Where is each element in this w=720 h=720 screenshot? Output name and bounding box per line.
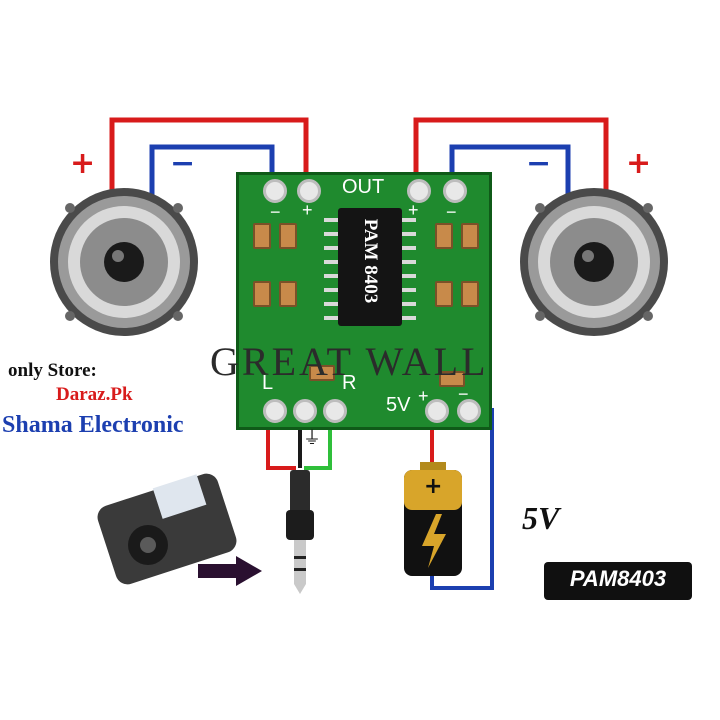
power-minus-label: − — [458, 384, 469, 404]
out-left-plus-pad — [297, 179, 321, 203]
capacitor — [279, 281, 297, 307]
left-speaker-negative-wire — [149, 144, 275, 200]
right-speaker-positive-wire — [413, 117, 609, 190]
arrow-icon — [198, 556, 262, 586]
out-left-minus-label: − — [270, 202, 281, 222]
ground-symbol: ⏚ — [303, 428, 321, 449]
battery-voltage-label: 5V — [522, 500, 560, 536]
capacitor — [439, 371, 465, 387]
capacitor — [435, 223, 453, 249]
right-speaker — [520, 188, 668, 336]
mp3-player-image — [97, 473, 237, 585]
pam8403-chip — [324, 208, 416, 326]
out-right-minus-pad — [443, 179, 467, 203]
out-label: OUT — [342, 176, 385, 198]
capacitor — [253, 281, 271, 307]
battery-plus-label: + — [424, 474, 443, 499]
out-right-plus-pad — [407, 179, 431, 203]
right-speaker-negative-wire — [449, 144, 571, 200]
capacitor — [435, 281, 453, 307]
power-plus-pad — [425, 399, 449, 423]
out-left-minus-pad — [263, 179, 287, 203]
store-label: only Store: — [8, 360, 97, 381]
left-speaker-minus-label: − — [170, 146, 196, 181]
right-speaker-minus-label: − — [526, 146, 552, 181]
out-right-minus-label: − — [446, 202, 457, 222]
watermark-text: GREAT WALL — [210, 339, 489, 384]
power-minus-pad — [457, 399, 481, 423]
pam8403-badge-label: PAM8403 — [569, 566, 667, 591]
capacitor — [461, 281, 479, 307]
left-speaker — [50, 188, 198, 336]
power-label: 5V — [386, 394, 411, 416]
left-speaker-positive-wire — [109, 117, 309, 190]
input-left-pad — [263, 399, 287, 423]
left-speaker-plus-label: + — [70, 146, 96, 181]
out-left-plus-label: + — [302, 200, 313, 220]
right-speaker-plus-label: + — [626, 146, 652, 181]
capacitor — [253, 223, 271, 249]
chip-label: PAM 8403 — [360, 218, 381, 304]
battery-image — [404, 462, 462, 576]
audio-jack-image — [286, 470, 314, 594]
input-ground-pad — [293, 399, 317, 423]
power-plus-label: + — [418, 386, 429, 406]
capacitor — [309, 365, 335, 381]
capacitor — [461, 223, 479, 249]
store-name: Shama Electronic — [2, 412, 184, 438]
capacitor — [279, 223, 297, 249]
left-channel-label: L — [262, 372, 274, 394]
store-site: Daraz.Pk — [56, 384, 133, 405]
input-right-pad — [323, 399, 347, 423]
out-right-plus-label: + — [408, 200, 419, 220]
right-channel-label: R — [342, 372, 357, 394]
pam8403-badge — [544, 562, 692, 600]
